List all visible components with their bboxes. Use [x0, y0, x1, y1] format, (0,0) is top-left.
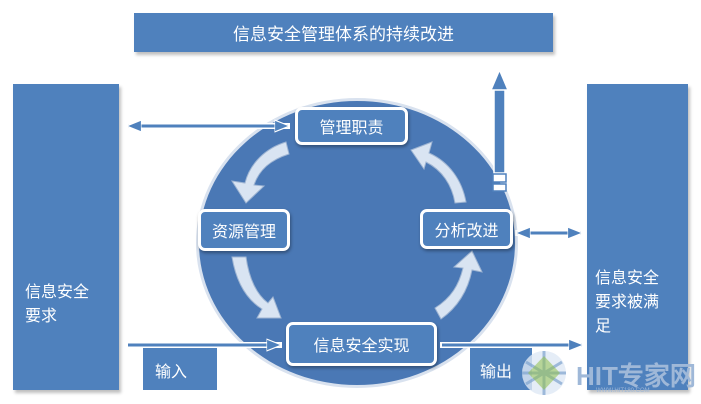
requirements-satisfied-text: 信息安全 要求被满 足	[595, 266, 687, 338]
cycle-arrow-top-left	[230, 141, 290, 204]
watermark-logo: HIT专家网 WWW.HIT180.COM	[514, 348, 701, 398]
cycle-arrow-bottom-right	[434, 250, 483, 320]
satisfied-line-2: 要求被满	[595, 292, 660, 311]
output-label: 输出	[470, 348, 532, 390]
node-security-implementation: 信息安全实现	[286, 322, 437, 366]
requirements-line-1: 信息安全	[25, 282, 90, 301]
cycle-arrow-top-right	[410, 141, 467, 204]
output-label-text: 输出	[480, 362, 513, 381]
input-label: 输入	[143, 348, 217, 390]
requirements-panel: 信息安全 要求	[13, 84, 119, 390]
node-analysis-improvement: 分析改进	[420, 209, 513, 249]
diagram-title: 信息安全管理体系的持续改进	[134, 13, 553, 52]
satisfied-line-3: 足	[595, 316, 612, 335]
input-label-text: 输入	[155, 362, 188, 381]
cycle-arrow-bottom-left	[231, 256, 282, 319]
requirements-text: 信息安全 要求	[25, 280, 89, 328]
improvement-up-arrow	[489, 68, 510, 192]
cycle-arrows	[230, 141, 483, 320]
requirements-line-2: 要求	[25, 306, 58, 325]
watermark-globe-icon	[522, 351, 566, 395]
node-management-responsibility: 管理职责	[295, 107, 408, 145]
satisfied-line-1: 信息安全	[595, 268, 660, 287]
watermark-url: WWW.HIT180.COM	[596, 388, 650, 394]
node-resource-management: 资源管理	[198, 209, 290, 251]
watermark-brand: HIT专家网	[576, 361, 696, 391]
requirements-satisfied-panel: 信息安全 要求被满 足	[587, 84, 688, 390]
